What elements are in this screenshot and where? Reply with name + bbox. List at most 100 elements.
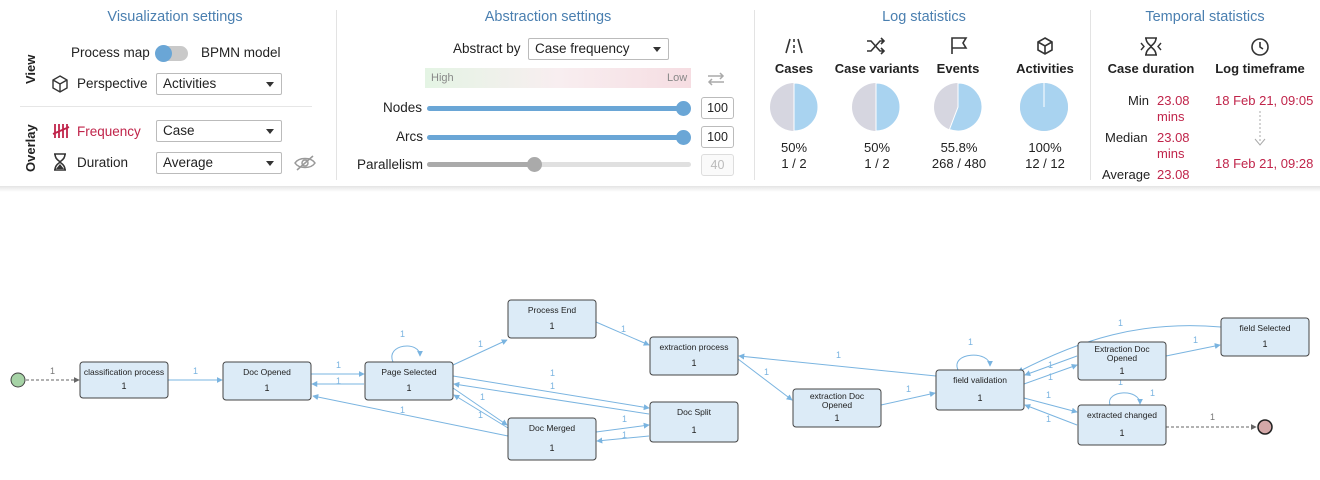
activities-ratio: 12 / 12 — [1025, 156, 1065, 171]
chevron-down-icon — [266, 161, 274, 166]
node-box — [507, 417, 597, 461]
graph-edge[interactable] — [1023, 363, 1078, 385]
graph-edge[interactable] — [452, 387, 508, 426]
graph-edge[interactable] — [391, 345, 423, 363]
duration-select[interactable]: Average — [156, 152, 282, 174]
settings-panel: Visualization settings View Process map … — [0, 0, 1320, 186]
duration-value: Average — [163, 155, 214, 170]
node-label: classification process — [84, 367, 164, 377]
nodes-label: Nodes — [383, 100, 423, 115]
activity-node-field-selected[interactable]: field Selected 1 — [1220, 317, 1310, 357]
case-variants-label: Case variants — [834, 61, 920, 76]
swap-icon[interactable] — [706, 71, 726, 87]
edge-label: 1 — [336, 376, 341, 386]
toggle-knob — [155, 45, 172, 62]
node-label-line2: Opened — [822, 400, 853, 410]
log-start-time: 18 Feb 21, 09:05 — [1215, 93, 1314, 108]
edge-label: 1 — [1048, 372, 1053, 382]
abstract-by-label: Abstract by — [453, 41, 521, 56]
view-toggle[interactable] — [155, 45, 188, 62]
node-label: extraction Doc — [810, 391, 865, 401]
parallelism-slider-track[interactable] — [427, 162, 691, 167]
parallelism-slider-fill — [427, 162, 535, 167]
node-label: field Selected — [1239, 323, 1290, 333]
graph-edge[interactable] — [453, 394, 509, 429]
node-count: 1 — [834, 413, 839, 423]
graph-edge[interactable] — [956, 354, 993, 371]
graph-edge[interactable] — [453, 381, 650, 415]
graph-edge[interactable] — [1017, 325, 1222, 373]
graph-edge[interactable] — [737, 358, 793, 401]
edge-label: 1 — [336, 360, 341, 370]
case-variants-percent: 50% — [863, 140, 891, 155]
graph-edge[interactable] — [595, 321, 650, 346]
flag-icon — [951, 37, 968, 54]
graph-edge[interactable] — [1109, 392, 1143, 406]
divider — [20, 106, 312, 107]
node-box — [649, 401, 739, 443]
graph-edge[interactable] — [595, 422, 650, 433]
abstract-by-select[interactable]: Case frequency — [528, 38, 669, 60]
graph-edge[interactable] — [452, 339, 508, 366]
activity-node-extracted-changed[interactable]: extracted changed 1 — [1077, 404, 1167, 446]
average-value: 23.08 — [1157, 167, 1190, 182]
pie-slice — [875, 82, 901, 132]
nodes-slider-track[interactable] — [427, 106, 685, 111]
graph-edge[interactable] — [452, 375, 650, 411]
perspective-value: Activities — [163, 76, 217, 91]
edge-label: 1 — [764, 367, 769, 377]
activities-label: Activities — [1016, 61, 1074, 76]
node-count: 1 — [549, 443, 554, 453]
arcs-slider-handle[interactable] — [676, 130, 691, 145]
node-count: 1 — [1119, 428, 1124, 438]
graph-edge[interactable] — [738, 353, 937, 377]
events-label: Events — [936, 61, 980, 76]
graph-edge[interactable] — [1024, 355, 1078, 377]
edge-label: 1 — [906, 384, 911, 394]
node-label-line2: Opened — [1107, 353, 1138, 363]
nodes-slider-handle[interactable] — [676, 101, 691, 116]
edge-label: 1 — [478, 339, 483, 349]
arcs-slider-track[interactable] — [427, 135, 685, 140]
chevron-down-icon — [653, 47, 661, 52]
edge-label: 1 — [1046, 390, 1051, 400]
graph-edge[interactable] — [1024, 404, 1078, 426]
end-event[interactable] — [1257, 419, 1273, 435]
cases-ratio: 1 / 2 — [781, 156, 807, 171]
edge-label: 1 — [50, 366, 55, 376]
parallelism-input[interactable]: 40 — [701, 154, 734, 176]
node-label: extracted changed — [1087, 410, 1157, 420]
eye-off-icon[interactable] — [293, 154, 317, 172]
graph-edge[interactable] — [880, 391, 936, 406]
duration-label: Duration — [77, 155, 129, 170]
graph-edge[interactable] — [596, 435, 650, 444]
perspective-select[interactable]: Activities — [156, 73, 282, 95]
arcs-input[interactable]: 100 — [701, 126, 734, 148]
frequency-select[interactable]: Case — [156, 120, 282, 142]
edge-label: 1 — [1046, 414, 1051, 424]
start-event[interactable] — [10, 372, 26, 388]
edge-label: 1 — [836, 350, 841, 360]
node-count: 1 — [1262, 339, 1267, 349]
nodes-input[interactable]: 100 — [701, 97, 734, 119]
graph-edge[interactable] — [1165, 343, 1221, 357]
events-ratio: 268 / 480 — [931, 156, 987, 171]
high-low-gradient — [425, 68, 691, 88]
hourglass-icon — [1140, 37, 1162, 56]
graph-edge[interactable] — [1023, 397, 1078, 414]
node-count: 1 — [549, 321, 554, 331]
graph-edge[interactable] — [312, 394, 509, 437]
parallelism-slider-handle[interactable] — [527, 157, 542, 172]
node-label: Doc Split — [677, 407, 712, 417]
